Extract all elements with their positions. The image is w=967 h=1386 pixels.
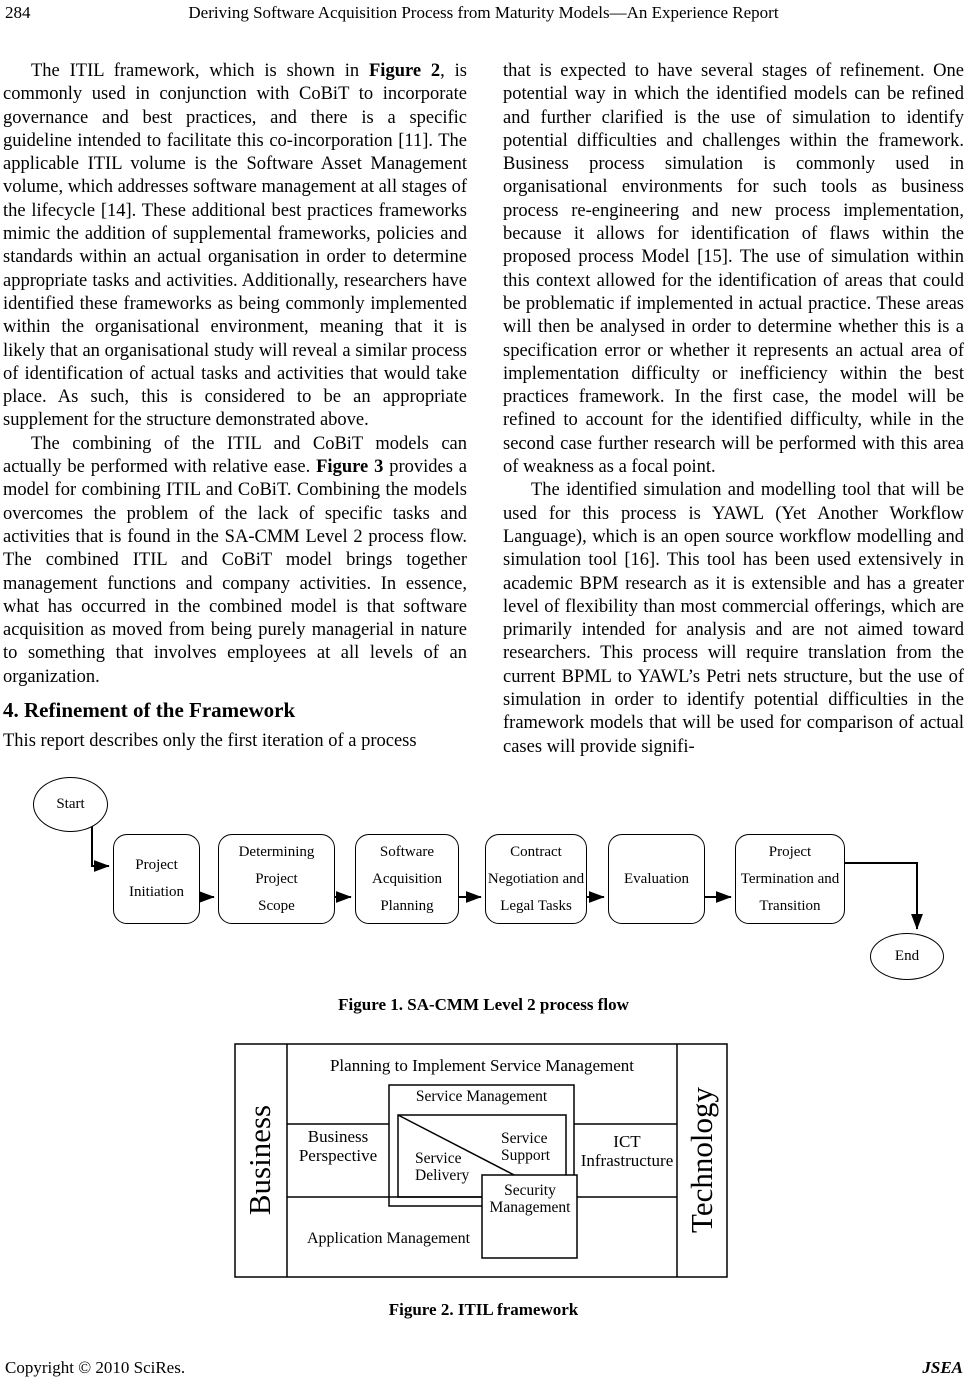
- itil-technology-axis-label: Technology: [684, 1087, 719, 1233]
- running-title: Deriving Software Acquisition Process fr…: [188, 3, 779, 22]
- footer-copyright: Copyright © 2010 SciRes.: [5, 1358, 186, 1377]
- flow-node-contract-negotiation: Contract Negotiation and Legal Tasks: [485, 834, 587, 924]
- flow-node-label: Evaluation: [624, 870, 689, 887]
- itil-security-management-label: Security Management: [489, 1182, 571, 1216]
- left-column: The ITIL framework, which is shown in Fi…: [3, 60, 467, 754]
- page-number: 284: [5, 3, 31, 22]
- flow-node-label: Project Termination and Transition: [740, 843, 840, 914]
- flow-connectors: [91, 822, 923, 930]
- right-column: that is expected to have several stages …: [503, 60, 964, 759]
- flow-node-label: Software Acquisition Planning: [372, 843, 442, 914]
- flow-node-determining-project-scope: Determining Project Scope: [218, 834, 335, 924]
- paragraph: The combining of the ITIL and CoBiT mode…: [3, 433, 467, 687]
- flow-node-software-acquisition-planning: Software Acquisition Planning: [355, 834, 459, 924]
- itil-service-delivery-label: Service Delivery: [415, 1150, 470, 1184]
- itil-service-management-label: Service Management: [415, 1088, 548, 1105]
- flow-node-project-termination: Project Termination and Transition: [735, 834, 845, 924]
- flow-node-project-initiation: Project Initiation: [113, 834, 200, 924]
- paragraph: The identified simulation and modelling …: [503, 480, 964, 757]
- flow-node-end: End: [870, 933, 944, 980]
- flow-node-label: Contract Negotiation and Legal Tasks: [487, 843, 585, 914]
- itil-application-management-label: Application Management: [307, 1230, 471, 1247]
- figure2-itil-framework: Business Technology Planning to Implemen…: [234, 1043, 728, 1278]
- flow-node-label: Project Initiation: [129, 857, 184, 900]
- flow-node-start: Start: [33, 777, 108, 832]
- itil-business-axis-label: Business: [242, 1104, 277, 1216]
- figure1-caption: Figure 1. SA-CMM Level 2 process flow: [338, 995, 629, 1014]
- itil-planning-label: Planning to Implement Service Management: [329, 1056, 635, 1075]
- itil-business-perspective-label: Business Perspective: [298, 1127, 378, 1165]
- itil-service-support-label: Service Support: [501, 1130, 551, 1164]
- flow-node-label: End: [894, 948, 920, 964]
- paragraph: The ITIL framework, which is shown in Fi…: [3, 61, 467, 431]
- flow-node-evaluation: Evaluation: [608, 834, 705, 924]
- paragraph: that is expected to have several stages …: [503, 61, 964, 478]
- flow-node-label: Determining Project Scope: [238, 843, 315, 914]
- figure1-flowchart: Start Project Initiation Determining Pro…: [0, 775, 967, 987]
- itil-ict-infrastructure-label: ICT Infrastructure: [580, 1132, 674, 1170]
- section-heading: 4. Refinement of the Framework: [3, 698, 296, 723]
- footer-journal-abbrev: JSEA: [922, 1358, 963, 1377]
- paragraph: This report describes only the first ite…: [3, 731, 417, 752]
- flow-node-label: Start: [56, 796, 85, 812]
- itil-framework-lines: [234, 1043, 728, 1278]
- figure2-caption: Figure 2. ITIL framework: [388, 1300, 579, 1319]
